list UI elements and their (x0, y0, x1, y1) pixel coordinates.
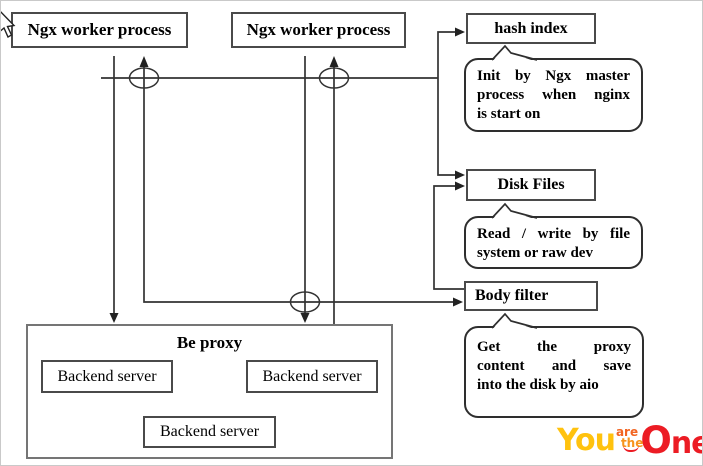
node-label: Ngx worker process (27, 20, 172, 39)
arrowhead-into-body-filter (453, 297, 463, 307)
logo-one-text: One (640, 419, 702, 462)
callout-line: Read / write by file (477, 226, 630, 242)
node-label: Backend server (57, 367, 157, 385)
node-disk-files: Disk Files (466, 169, 596, 201)
node-body-filter: Body filter (464, 281, 598, 311)
node-backend-server-3: Backend server (143, 416, 276, 448)
edge-bus-to-hash-and-disk (437, 31, 456, 176)
logo-the-text: the (621, 437, 643, 452)
callout-body-filter-note: Get the proxy content and save into the di… (464, 326, 644, 418)
callout-line: process when nginx (477, 87, 630, 103)
arrowhead-down-beproxy-2 (300, 313, 310, 323)
crossing-circles (128, 67, 350, 313)
node-label: Disk Files (497, 176, 565, 193)
node-ngx-worker-2: Ngx worker process (231, 12, 406, 48)
crossing-circle (318, 67, 350, 89)
node-label: Body filter (475, 287, 549, 304)
node-label: Backend server (159, 423, 260, 440)
callout-line: Get the proxy (477, 339, 631, 355)
callout-line: content and save (477, 358, 631, 374)
node-ngx-worker-1: Ngx worker process (11, 12, 188, 48)
callout-disk-files-note: Read / write by file system or raw dev (464, 216, 643, 269)
arrowhead-into-disk-files-2 (455, 181, 465, 191)
logo-swoosh (622, 445, 639, 452)
be-proxy-title: Be proxy (176, 333, 243, 352)
arrowhead-into-hash-index (455, 27, 465, 37)
arrowhead-up-worker1 (139, 56, 149, 67)
callout-line: system or raw dev (477, 245, 593, 261)
callout-line: is start on (477, 106, 541, 122)
node-label: Ngx worker process (246, 20, 391, 39)
arrowheads (109, 27, 465, 323)
logo-mid-text: are the (615, 425, 643, 452)
crossing-circle (289, 291, 321, 313)
callout-line: into the disk by aio (477, 377, 599, 393)
callout-hash-index-note: Init by Ngx master process when nginx is s… (464, 58, 643, 132)
node-hash-index: hash index (466, 13, 596, 44)
logo-you-text: You (557, 423, 616, 458)
arrowhead-into-disk-files-1 (455, 170, 465, 180)
watermark-logo: You are the One (557, 419, 702, 462)
edge-worker1-to-bodyfilter (143, 67, 454, 303)
node-label: Backend server (262, 367, 362, 385)
crossing-circle (128, 67, 160, 89)
arrowhead-down-beproxy-1 (109, 313, 119, 323)
callout-line: Init by Ngx master (477, 68, 630, 84)
node-backend-server-2: Backend server (246, 360, 378, 393)
edge-bodyfilter-to-disk (433, 185, 464, 290)
logo-are-text: are (615, 425, 639, 439)
node-backend-server-1: Backend server (41, 360, 173, 393)
node-label: hash index (494, 19, 568, 37)
connector-lines (101, 31, 464, 324)
arrowhead-up-worker2 (329, 56, 339, 67)
